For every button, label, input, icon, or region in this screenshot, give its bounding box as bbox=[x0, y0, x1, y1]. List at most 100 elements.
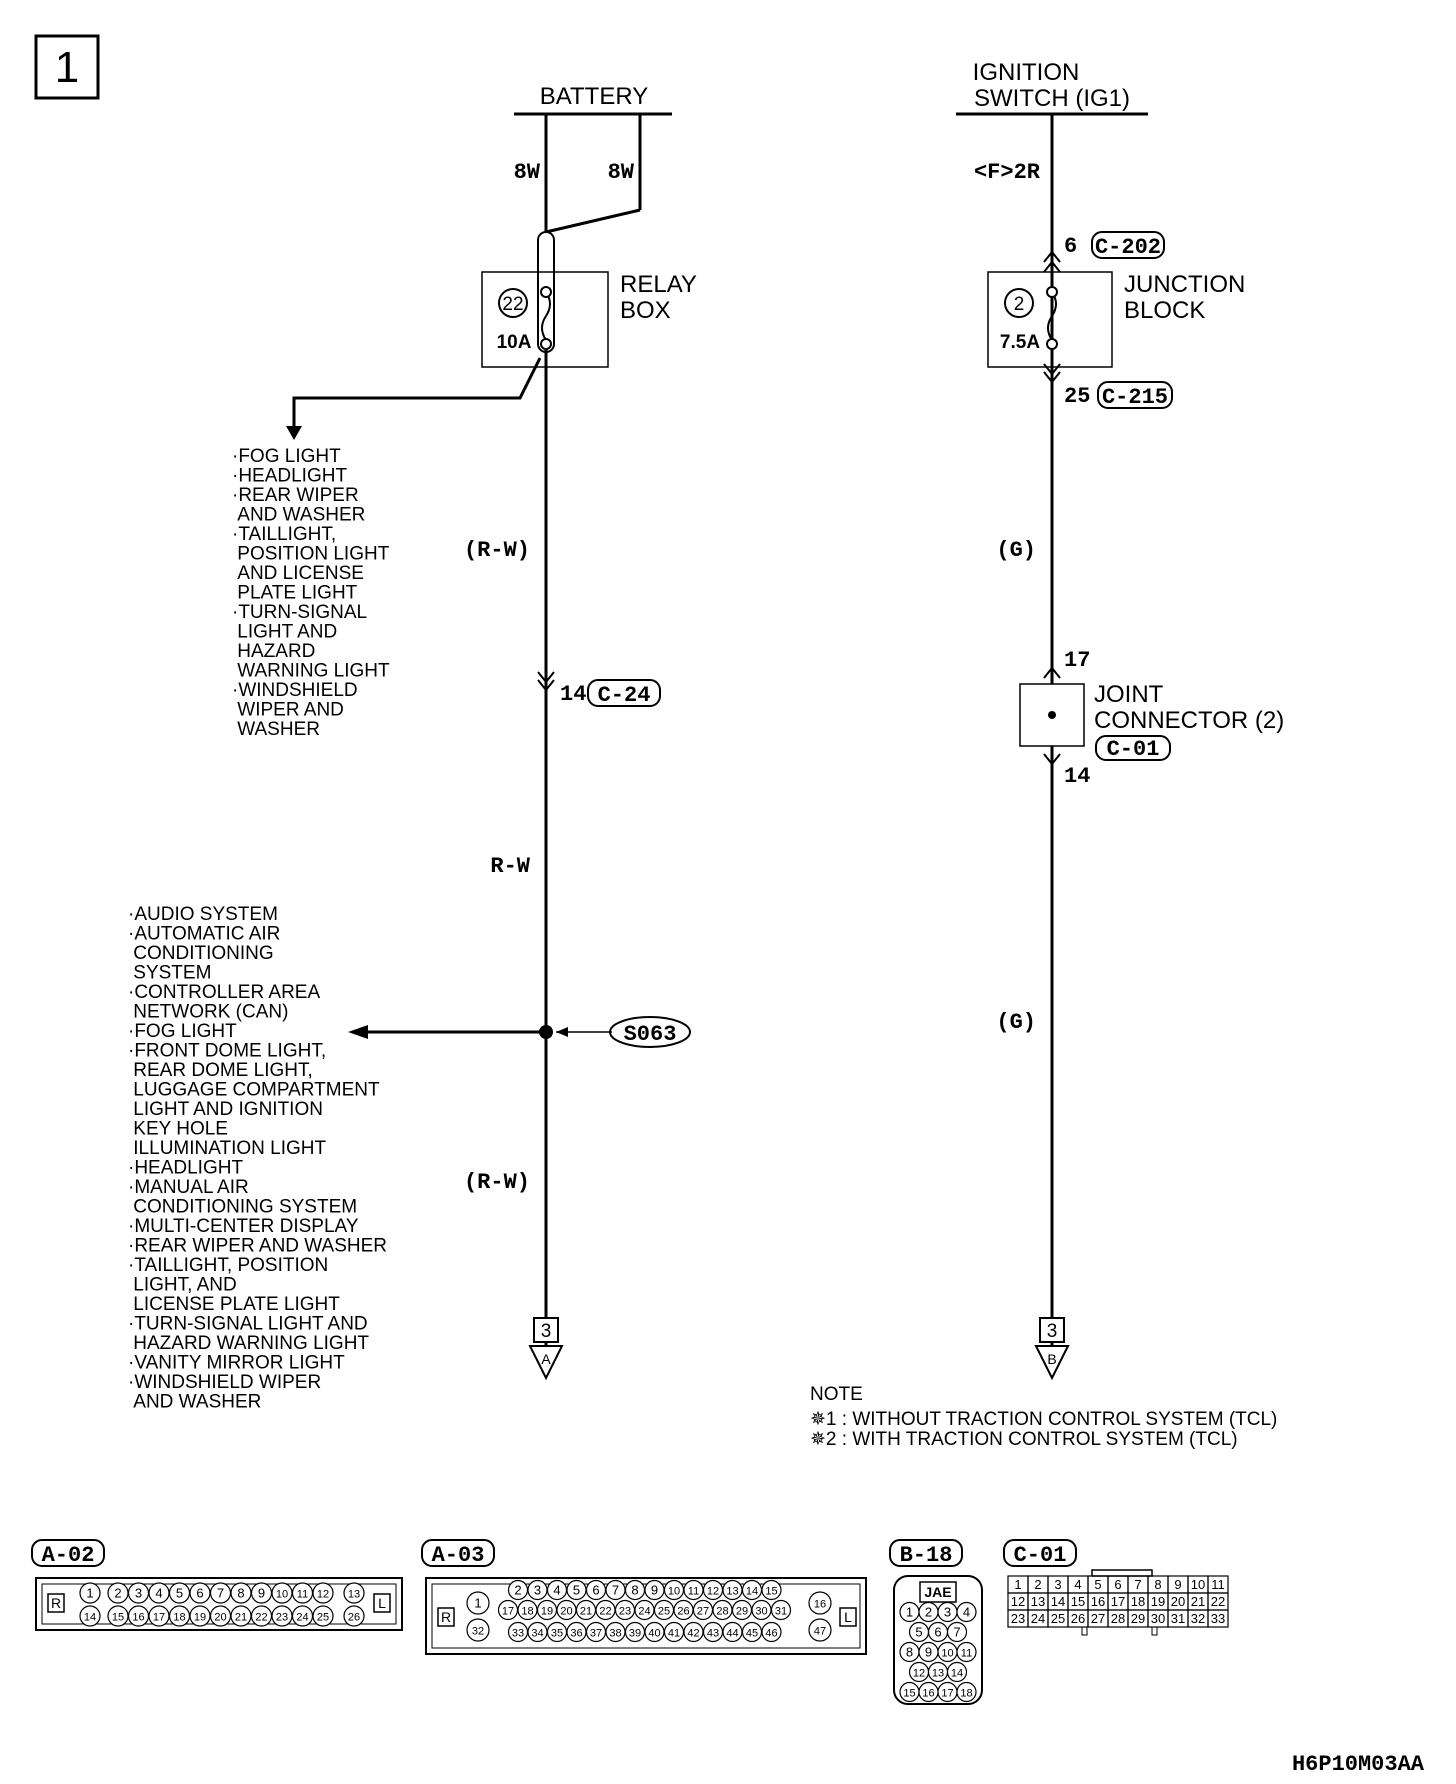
pin-number: 11 bbox=[1211, 1577, 1225, 1592]
pin-number: 5 bbox=[573, 1583, 580, 1598]
pin-number: 2 bbox=[1034, 1577, 1041, 1592]
pin-number: 16 bbox=[922, 1688, 934, 1700]
branch-item: LUGGAGE COMPARTMENT bbox=[128, 1080, 380, 1101]
pin-number: 8 bbox=[631, 1583, 638, 1598]
pin-number: 3 bbox=[944, 1605, 951, 1620]
branch-item: ·FOG LIGHT bbox=[232, 446, 341, 467]
branch-item: HAZARD WARNING LIGHT bbox=[128, 1333, 369, 1354]
pin-number: 34 bbox=[531, 1628, 543, 1640]
pin-number: 32 bbox=[472, 1626, 484, 1638]
pin-number: 16 bbox=[1091, 1594, 1105, 1609]
branch-list-bottom: ·AUDIO SYSTEM·AUTOMATIC AIR CONDITIONING… bbox=[128, 904, 387, 1413]
junction-fuse-symbol bbox=[1047, 291, 1057, 341]
connector-b18-face bbox=[893, 1575, 983, 1705]
pin-number: 28 bbox=[716, 1606, 728, 1618]
branch-item: ·MANUAL AIR bbox=[128, 1177, 249, 1198]
pin-number: 22 bbox=[1211, 1594, 1225, 1609]
pin-number: 5 bbox=[915, 1625, 922, 1640]
pin-number: 20 bbox=[560, 1606, 572, 1618]
junction-block-label-1: JUNCTION bbox=[1124, 271, 1245, 298]
branch-item: ILLUMINATION LIGHT bbox=[128, 1138, 327, 1159]
right-wire-color-2: (G) bbox=[996, 1010, 1036, 1035]
pin bbox=[79, 1582, 101, 1604]
left-wire-color-3: (R-W) bbox=[464, 1170, 530, 1195]
pin-number: 23 bbox=[619, 1606, 631, 1618]
c24-connector-label: C-24 bbox=[598, 683, 651, 708]
branch-item: ·REAR WIPER AND WASHER bbox=[128, 1236, 387, 1257]
pin bbox=[808, 1591, 832, 1615]
connector-c01-label: C-01 bbox=[1014, 1543, 1067, 1568]
pin-number: 25 bbox=[1051, 1611, 1065, 1626]
relay-fuse-rating: 10A bbox=[497, 332, 532, 353]
pin-number: 16 bbox=[814, 1599, 826, 1611]
pin bbox=[946, 1661, 968, 1683]
pin-number: 12 bbox=[317, 1589, 329, 1601]
branch-item: ·FOG LIGHT bbox=[128, 1021, 237, 1042]
pin-number: 4 bbox=[155, 1586, 162, 1601]
branch-item: KEY HOLE bbox=[128, 1119, 228, 1140]
pin bbox=[946, 1621, 968, 1643]
pin-number: 17 bbox=[941, 1688, 953, 1700]
branch-item: LICENSE PLATE LIGHT bbox=[128, 1294, 340, 1315]
pin-number: 31 bbox=[1171, 1611, 1185, 1626]
pin-number: 4 bbox=[1074, 1577, 1081, 1592]
pin-number: 12 bbox=[913, 1668, 925, 1680]
pin-number: 4 bbox=[963, 1605, 970, 1620]
pin bbox=[1207, 1609, 1229, 1628]
pin-number: 18 bbox=[173, 1612, 185, 1624]
pin-number: 20 bbox=[1171, 1594, 1185, 1609]
battery-wire-right-label: 8W bbox=[608, 160, 635, 185]
connector-a02-pins: 1142153164175186197208219221023112412251… bbox=[79, 1582, 365, 1627]
pin-number: 15 bbox=[1071, 1594, 1085, 1609]
pin-number: 44 bbox=[726, 1628, 738, 1640]
pin-number: 8 bbox=[1154, 1577, 1161, 1592]
joint-pin-bottom: 14 bbox=[1064, 764, 1090, 789]
pin-number: 12 bbox=[1011, 1594, 1025, 1609]
pin-number: 32 bbox=[1191, 1611, 1205, 1626]
branch-item: LIGHT AND bbox=[232, 622, 337, 643]
pin-number: 10 bbox=[276, 1589, 288, 1601]
pin-number: 5 bbox=[176, 1586, 183, 1601]
joint-connector-label-1: JOINT bbox=[1094, 681, 1164, 708]
branch-item: AND WASHER bbox=[128, 1392, 261, 1413]
pin-number: 7 bbox=[1134, 1577, 1141, 1592]
pin-number: 25 bbox=[658, 1606, 670, 1618]
pin bbox=[343, 1605, 365, 1627]
pin-number: 42 bbox=[687, 1628, 699, 1640]
junction-fuse-rating: 7.5A bbox=[1000, 332, 1040, 353]
pin-number: 17 bbox=[1111, 1594, 1125, 1609]
pin-number: 18 bbox=[1131, 1594, 1145, 1609]
branch-item: AND WASHER bbox=[232, 505, 365, 526]
pin-number: 37 bbox=[590, 1628, 602, 1640]
branch-arrow-top bbox=[286, 426, 302, 440]
pin-number: 26 bbox=[348, 1612, 360, 1624]
pin-number: 15 bbox=[765, 1586, 777, 1598]
pin bbox=[312, 1582, 334, 1604]
note-title: NOTE bbox=[810, 1384, 863, 1405]
pin-number: 5 bbox=[1094, 1577, 1101, 1592]
c24-pin: 14 bbox=[560, 682, 586, 707]
pin-number: 4 bbox=[553, 1583, 560, 1598]
pin-number: 21 bbox=[235, 1612, 247, 1624]
pin-number: 27 bbox=[1091, 1611, 1105, 1626]
junction-block bbox=[987, 271, 1113, 368]
pin-number: 9 bbox=[1174, 1577, 1181, 1592]
pin-number: 18 bbox=[960, 1688, 972, 1700]
pin-number: 8 bbox=[237, 1586, 244, 1601]
junction-connector-bottom: C-215 bbox=[1102, 385, 1168, 410]
connector-a03-right-mark: L bbox=[844, 1609, 852, 1625]
junction-connector-top: C-202 bbox=[1095, 235, 1161, 260]
pin bbox=[761, 1579, 782, 1601]
pin-number: 8 bbox=[906, 1645, 913, 1660]
pin-number: 10 bbox=[941, 1648, 953, 1660]
branch-item: NETWORK (CAN) bbox=[128, 1002, 288, 1023]
junction-block-label-2: BLOCK bbox=[1124, 297, 1205, 324]
pin-number: 15 bbox=[112, 1612, 124, 1624]
junction-pin-top: 6 bbox=[1064, 234, 1077, 259]
pin bbox=[312, 1605, 334, 1627]
branch-item: LIGHT AND IGNITION bbox=[128, 1099, 323, 1120]
pin-number: 21 bbox=[1191, 1594, 1205, 1609]
ignition-label-1: IGNITION bbox=[973, 59, 1080, 86]
terminal-b-page: 3 bbox=[1047, 1321, 1058, 1342]
